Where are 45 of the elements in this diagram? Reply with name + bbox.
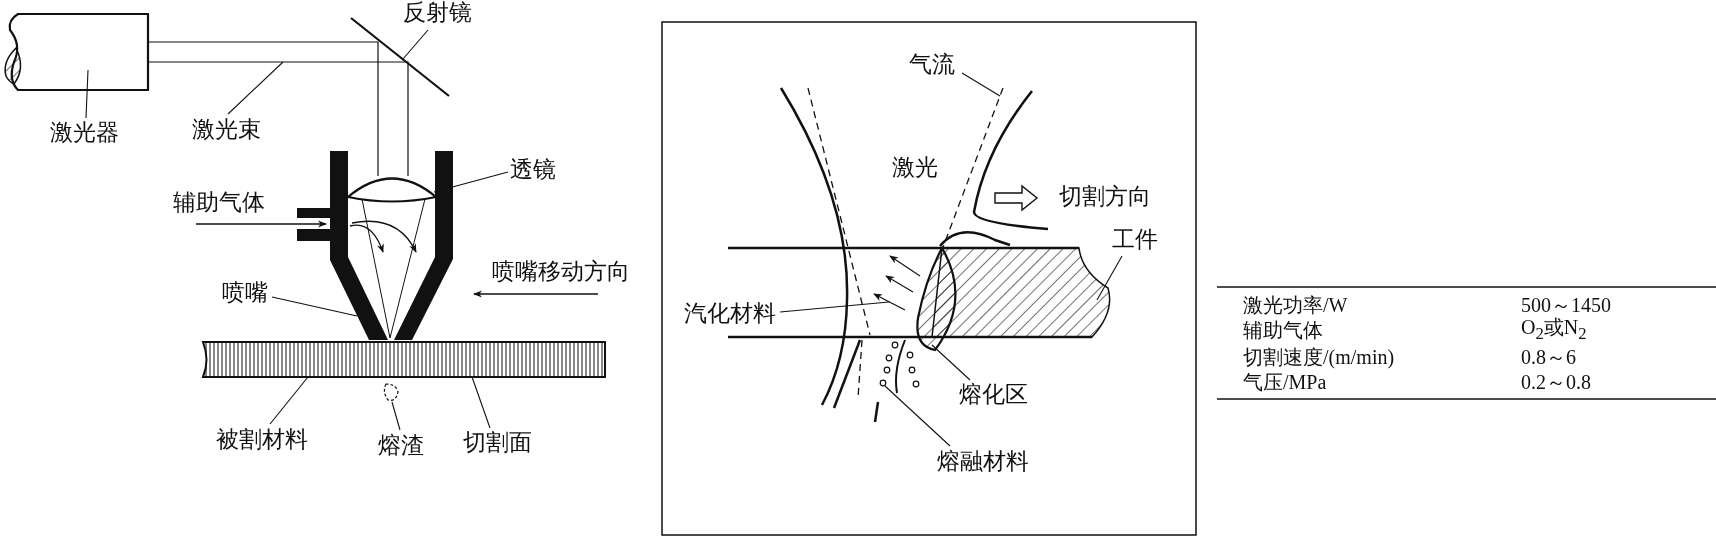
melt-zone — [916, 231, 1011, 352]
workpiece-plate — [202, 341, 606, 378]
part-label: 熔融材料 — [937, 449, 1029, 475]
direction-label: 切割方向 — [1059, 184, 1151, 210]
part-label: 被割材料 — [216, 427, 308, 453]
leader-line — [85, 69, 89, 119]
table-cell: 辅助气体 — [1243, 319, 1323, 341]
part-label: 透镜 — [510, 157, 556, 183]
table-cell: 0.2～0.8 — [1521, 371, 1591, 393]
leader-line — [391, 401, 401, 431]
dross-drop — [383, 383, 399, 401]
part-label: 气流 — [909, 52, 955, 78]
part-label: 激光器 — [49, 120, 119, 146]
part-label: 工件 — [1112, 227, 1158, 253]
leader-line — [471, 376, 491, 429]
leader-line — [271, 296, 358, 317]
molten-droplets — [879, 341, 920, 388]
leader-line — [1096, 255, 1123, 301]
leader-line — [884, 385, 951, 447]
part-label: 熔渣 — [378, 433, 424, 459]
leader-line — [931, 344, 971, 381]
part-label: 激光束 — [191, 117, 261, 143]
leader-line — [433, 171, 509, 193]
part-label: 汽化材料 — [684, 301, 776, 327]
part-label: 辅助气体 — [173, 190, 265, 216]
laser-housing-drawing — [4, 12, 150, 92]
part-label: 切割面 — [462, 430, 532, 456]
table-cell: 激光功率/W — [1243, 294, 1348, 316]
part-label: 激光 — [892, 155, 938, 181]
leader-line — [227, 61, 284, 115]
leader-line — [402, 29, 429, 60]
part-label: 喷嘴 — [222, 280, 268, 306]
part-label: 熔化区 — [958, 382, 1028, 408]
leader-line — [779, 301, 890, 313]
leader-line — [269, 376, 309, 425]
table-cell: 0.8～6 — [1521, 346, 1576, 368]
table-cell: 气压/MPa — [1243, 371, 1327, 393]
table-cell: O$_{2}$或N$_{2}$ — [1521, 316, 1587, 344]
table-cell: 切割速度/(m/min) — [1243, 346, 1395, 368]
direction-label: 喷嘴移动方向 — [492, 259, 630, 285]
table-cell: 500～1450 — [1521, 294, 1611, 316]
part-label: 反射镜 — [402, 0, 472, 26]
nozzle-drawing — [297, 151, 453, 340]
leader-line — [961, 72, 1001, 97]
laser-beam-drawing — [147, 41, 409, 177]
